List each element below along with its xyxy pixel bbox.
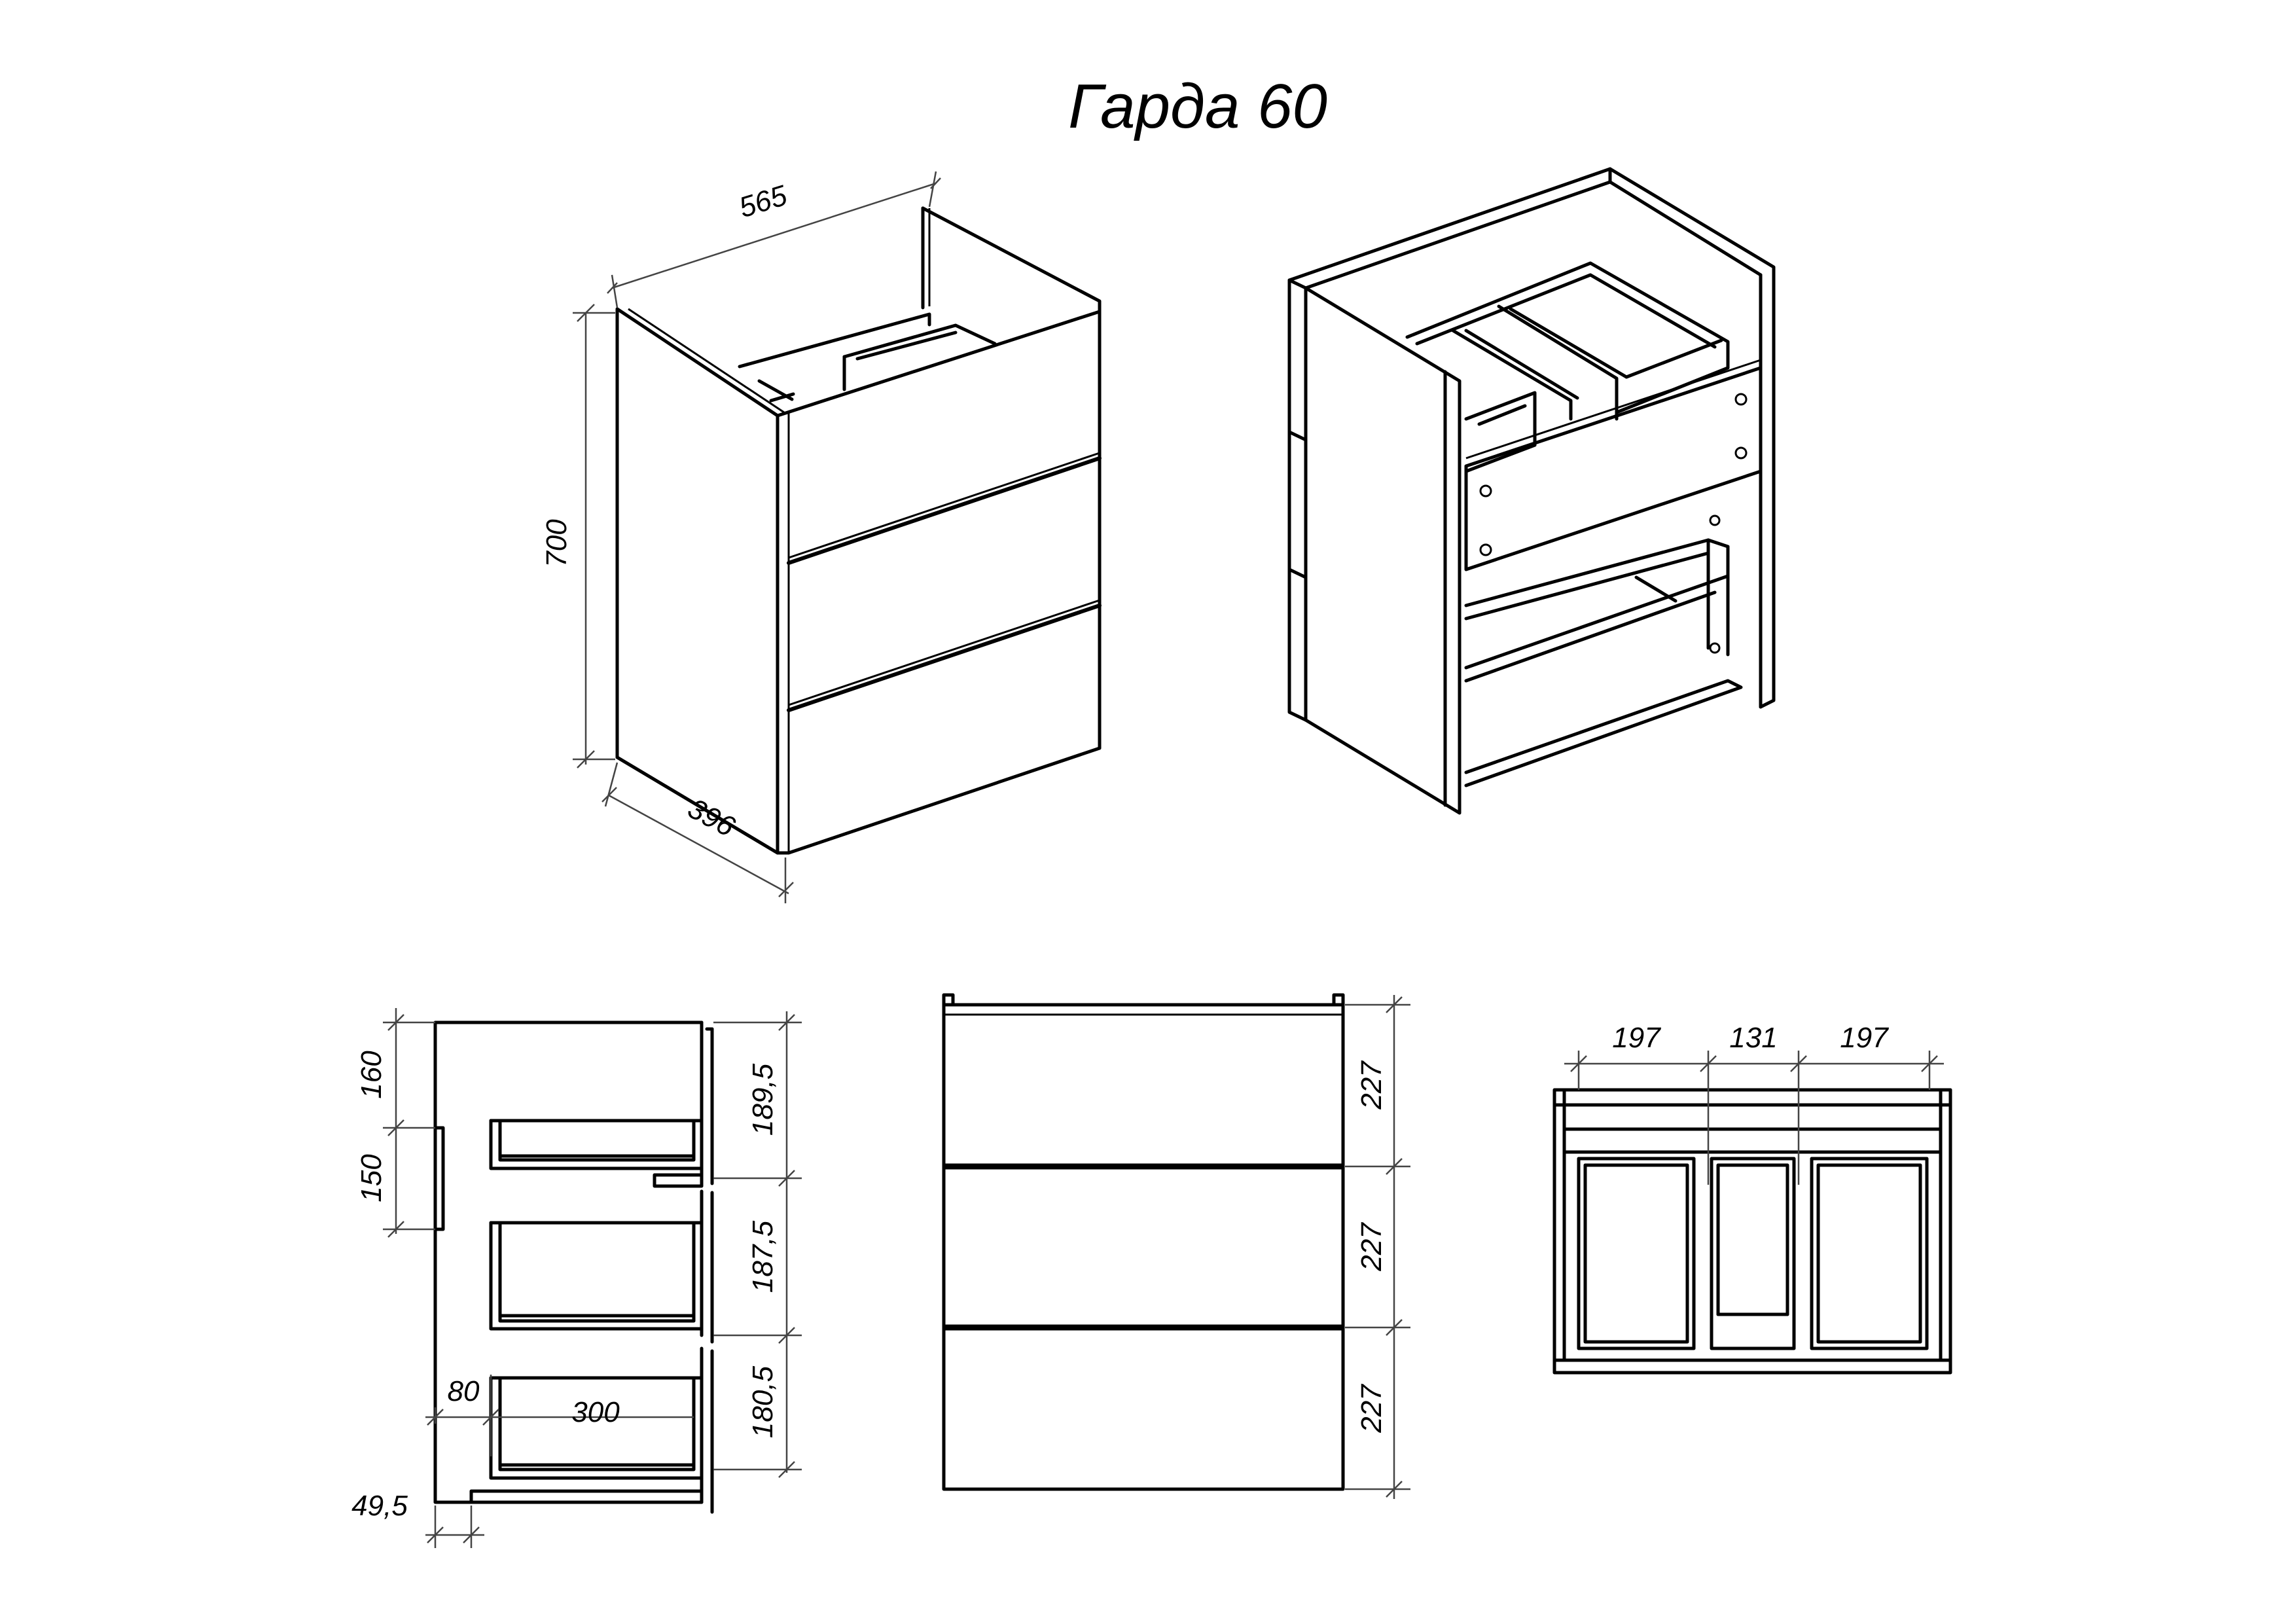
iso-dimensions: 565 700 396 [541,171,941,903]
iso-closed-view [615,206,1102,855]
iso-width-label: 565 [735,179,791,224]
side-top-offset-label: 160 [355,1051,387,1099]
iso-front-face [776,310,1102,855]
front-outline [942,1003,1345,1491]
front-drawer-label: 227 [1355,1060,1388,1110]
top-section-label: 197 [1612,1022,1661,1054]
side-handle [433,1126,445,1231]
page-title: Гарда 60 [1068,71,1327,141]
front-drawer-label: 227 [1355,1222,1388,1272]
iso-open-drawer-front [1464,366,1763,571]
side-handle-height-label: 150 [355,1154,387,1202]
side-section-view [433,1020,714,1514]
iso-height-label: 700 [541,519,573,568]
top-section-label: 131 [1729,1022,1777,1054]
front-drawer-label: 227 [1355,1384,1388,1434]
front-view [942,993,1345,1491]
front-dimensions: 227 227 227 [1345,995,1410,1499]
side-bottom-offset-label: 49,5 [351,1490,408,1522]
top-dimensions: 197 131 197 [1564,1022,1944,1185]
side-drawer-height-label: 189,5 [747,1063,779,1136]
top-outline [1552,1088,1952,1375]
top-view [1552,1088,1952,1375]
side-drawer-height-label: 187,5 [747,1220,779,1293]
iso-drawer-gap [787,456,1102,565]
side-inset-label: 80 [448,1375,480,1407]
side-drawer-depth-label: 300 [571,1396,620,1428]
iso-drawer-gap [787,604,1102,712]
side-outline [433,1020,704,1504]
side-drawer-height-label: 180,5 [747,1365,779,1438]
side-dimensions: 160 150 189,5 187,5 180,5 80 300 49,5 [351,1008,802,1548]
iso-open-view [1287,167,1776,815]
top-section-label: 197 [1840,1022,1889,1054]
iso-open-left-panel [1287,278,1462,815]
